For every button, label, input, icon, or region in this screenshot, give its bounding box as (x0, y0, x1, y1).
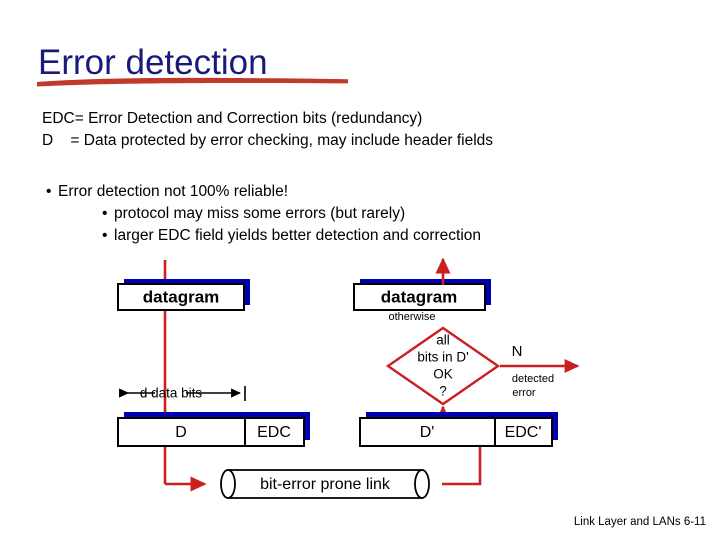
slide-footer: Link Layer and LANs 6-11 (573, 516, 706, 528)
definition-edc: EDC= Error Detection and Correction bits… (42, 110, 423, 127)
no-branch-label: N (512, 343, 523, 360)
page-title: Error detection (38, 43, 268, 82)
bullet-level1-text: Error detection not 100% reliable! (58, 183, 289, 200)
d-data-bits-label: d data bits (140, 386, 203, 401)
decision-line-2: bits in D' (417, 350, 468, 365)
decision-line-4: ? (439, 384, 447, 399)
sender-frame: D EDC (117, 412, 310, 447)
bullet-level2-item: • larger EDC field yields better detectio… (42, 225, 662, 247)
sender-edc-label: EDC (257, 424, 291, 441)
definition-d: D = Data protected by error checking, ma… (42, 132, 494, 149)
bullet-icon: • (46, 183, 52, 200)
bullet-level2-text: protocol may miss some errors (but rarel… (114, 205, 406, 222)
error-detection-diagram: datagram d data bits D EDC datagram (0, 255, 720, 505)
bullet-list: • Error detection not 100% reliable! • pro… (42, 180, 662, 247)
sender-datagram-label: datagram (143, 287, 220, 306)
bullet-level2-text: larger EDC field yields better detection… (114, 227, 482, 244)
bullet-icon: • (102, 227, 108, 244)
detected-error-branch: N detected error (500, 343, 580, 399)
title-underline-stroke (37, 77, 348, 87)
decision-line-1: all (436, 333, 450, 348)
bullet-icon: • (102, 205, 108, 222)
decision-diamond: all bits in D' OK ? (385, 326, 501, 406)
bit-error-prone-link: bit-error prone link (220, 469, 430, 499)
decision-line-3: OK (433, 367, 453, 382)
d-data-bits-dimension: d data bits (119, 386, 246, 401)
receiver-frame: D' EDC' (359, 412, 558, 447)
receiver-datagram-box: datagram (353, 279, 491, 311)
receiver-edc-label: EDC' (505, 424, 542, 441)
bullet-level2-item: • protocol may miss some errors (but rare… (42, 203, 662, 225)
sender-datagram-box: datagram (117, 279, 250, 311)
receiver-data-label: D' (420, 424, 435, 441)
receiver-datagram-label: datagram (381, 287, 458, 306)
bullet-level1: • Error detection not 100% reliable! (42, 180, 662, 203)
link-label: bit-error prone link (260, 476, 391, 493)
sender-data-label: D (175, 424, 187, 441)
detected-error-line1: detected (512, 373, 554, 385)
detected-error-line2: error (512, 387, 536, 399)
otherwise-label: otherwise (388, 311, 435, 323)
